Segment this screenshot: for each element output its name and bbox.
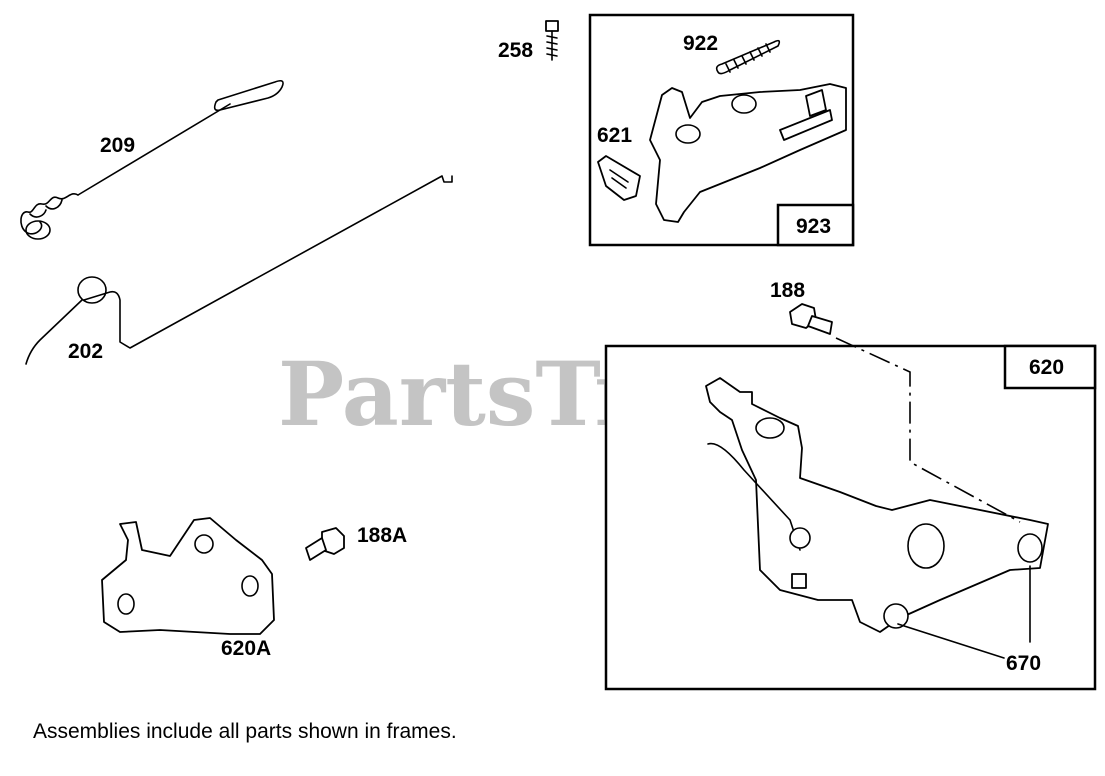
- bracket-923-tab: [805, 89, 827, 117]
- bracket-620A-plate: [101, 517, 275, 635]
- callout-620A: 620A: [221, 637, 271, 660]
- part-923-bracket: [649, 83, 847, 223]
- rod-main: [83, 175, 453, 349]
- spring-hook-loop: [213, 80, 284, 112]
- part-620A-bracket: [101, 517, 275, 635]
- callout-188: 188: [770, 279, 805, 302]
- bracket-923-plate: [649, 83, 847, 223]
- bracket-923-pivot-left: [675, 124, 701, 144]
- part-621-clip: [597, 155, 641, 201]
- bracket-620A-hole-top: [194, 534, 214, 554]
- bracket-620-bushing-lower: [883, 603, 909, 629]
- bracket-620A-hole-right: [241, 575, 259, 597]
- assembly-line-188: [835, 337, 1021, 523]
- bracket-620-hole-top: [755, 417, 785, 439]
- spring-coil: [20, 193, 79, 235]
- rod-end: [25, 299, 83, 365]
- clip-621-body: [597, 155, 641, 201]
- callout-621: 621: [597, 124, 632, 147]
- bolt-188-shank: [807, 315, 833, 335]
- spring-922-turns: [725, 43, 771, 73]
- callout-620: 620: [1029, 356, 1064, 379]
- callout-188A: 188A: [357, 524, 407, 547]
- bolt-188A-shank: [305, 537, 327, 561]
- bracket-923-slot: [779, 109, 833, 141]
- bracket-620A-hole-left: [117, 593, 135, 615]
- frame-620-tag: [1003, 344, 1097, 390]
- bracket-620-pivot: [789, 527, 811, 549]
- bracket-620-hole-main: [907, 523, 945, 569]
- bracket-923-pivot-top: [731, 94, 757, 114]
- callout-202: 202: [68, 340, 103, 363]
- part-188-bolt: [789, 303, 833, 335]
- callout-923: 923: [796, 215, 831, 238]
- spring-922-coil: [715, 39, 781, 75]
- footnote: Assemblies include all parts shown in fr…: [33, 720, 457, 743]
- part-620-bracket: [705, 377, 1049, 633]
- callout-258: 258: [498, 39, 533, 62]
- bracket-620-plate: [705, 377, 1049, 633]
- bracket-620-square-hole: [791, 573, 807, 589]
- part-922-spring: [715, 39, 781, 75]
- part-188A-bolt: [305, 527, 345, 561]
- leader-670: [897, 565, 1031, 659]
- frame-923-tag: [776, 203, 855, 247]
- screw-258-thread: [546, 30, 558, 61]
- part-258-screw: [545, 20, 559, 61]
- screw-258-head: [545, 20, 559, 32]
- callout-670: 670: [1006, 652, 1041, 675]
- spring-rod: [77, 103, 231, 196]
- part-202-rod: [25, 175, 453, 365]
- callout-209: 209: [100, 134, 135, 157]
- bracket-620-bushing-right: [1017, 533, 1043, 563]
- clip-621-ribs: [609, 169, 629, 189]
- bracket-620-link-wire: [707, 442, 801, 551]
- rod-loop: [77, 276, 107, 304]
- spring-end-loop: [25, 220, 51, 240]
- callout-922: 922: [683, 32, 718, 55]
- part-209-spring: [20, 80, 284, 240]
